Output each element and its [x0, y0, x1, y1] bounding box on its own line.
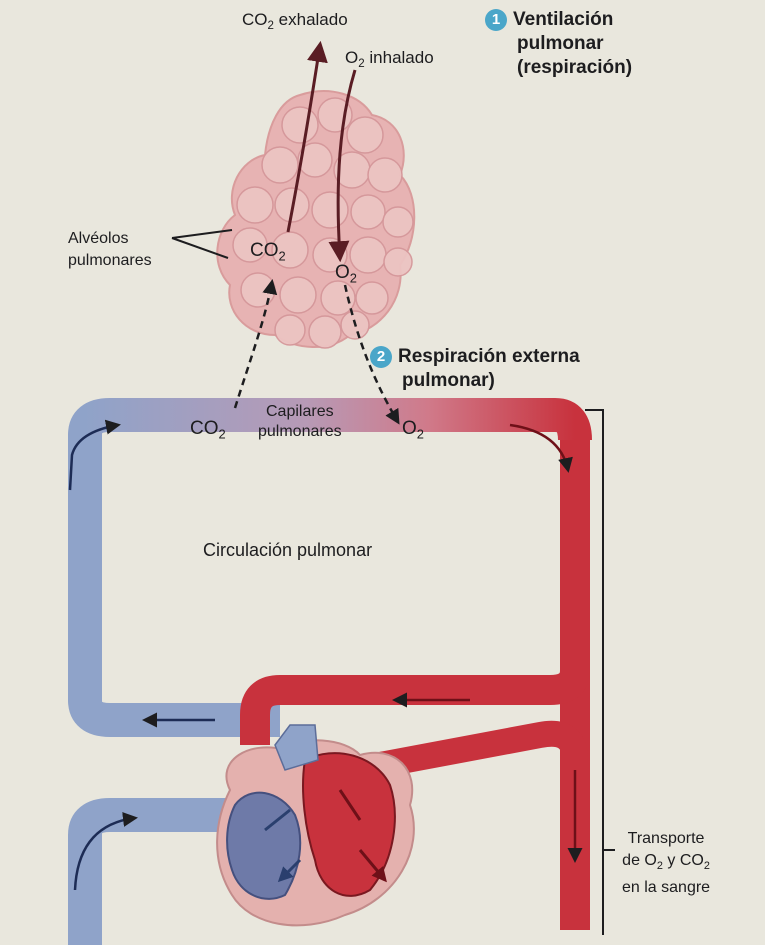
heart	[217, 725, 414, 925]
step-2-badge: 2	[370, 346, 392, 368]
step-1-badge: 1	[485, 9, 507, 31]
capillary-o2-label: O2	[402, 418, 424, 442]
alveoli-cluster	[217, 91, 414, 348]
o2-inhaled-label: O2 inhalado	[345, 48, 434, 70]
alveoli-co2-label: CO2	[250, 240, 286, 264]
capillary-co2-label: CO2	[190, 418, 226, 442]
pulmonary-circulation-label: Circulación pulmonar	[203, 540, 372, 561]
transport-label: Transporte de O2 y CO2 en la sangre	[622, 828, 710, 899]
co2-exhaled-label: CO2 exhalado	[242, 10, 348, 32]
alveoli-o2-label: O2	[335, 262, 357, 286]
